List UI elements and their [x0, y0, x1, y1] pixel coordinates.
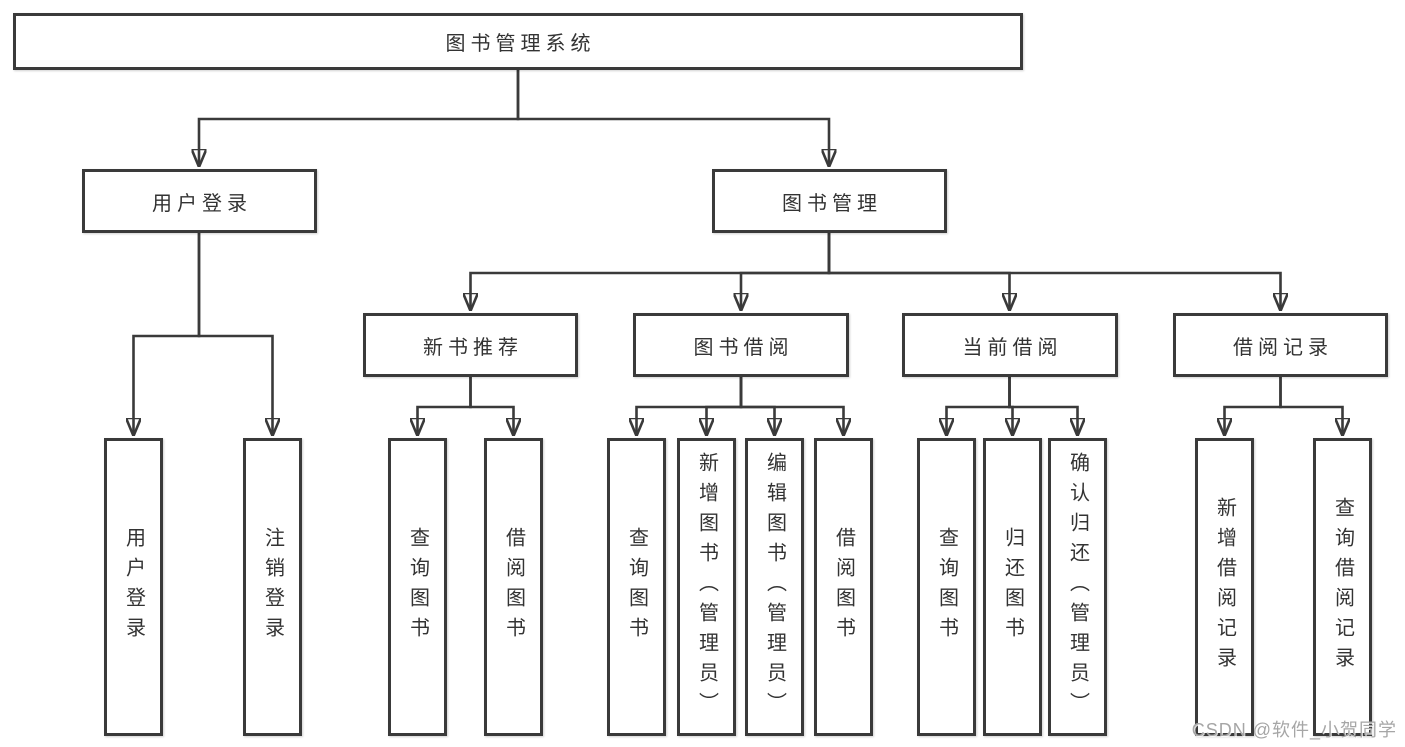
node-add-borrow-record: 新增借阅记录: [1195, 438, 1254, 736]
node-add-books-admin: 新增图书（管理员）: [677, 438, 736, 736]
connector: [707, 377, 743, 436]
node-label: 新增图书（管理员）: [695, 452, 718, 722]
node-label: 新增借阅记录: [1213, 497, 1236, 677]
csdn-watermark: CSDN @软件_小贺同学: [1191, 720, 1397, 740]
node-borrow-books-recommend: 借阅图书: [484, 438, 543, 736]
node-label: 图书管理系统: [445, 33, 596, 55]
node-label: 借阅图书: [832, 527, 855, 647]
node-label: 图书管理: [782, 192, 882, 215]
node-library-system: 图书管理系统: [13, 13, 1023, 70]
node-label: 归还图书: [1001, 527, 1024, 647]
node-confirm-return-admin: 确认归还（管理员）: [1048, 438, 1107, 736]
node-user-login: 用户登录: [82, 169, 317, 233]
node-label: 查询图书: [935, 527, 958, 647]
node-label: 查询图书: [406, 527, 429, 647]
connector: [1279, 377, 1343, 436]
connector: [1225, 377, 1282, 436]
node-user-login-action: 用户登录: [104, 438, 163, 736]
node-current-borrow: 当前借阅: [902, 313, 1118, 377]
node-label: 编辑图书（管理员）: [763, 452, 786, 722]
node-edit-books-admin: 编辑图书（管理员）: [745, 438, 804, 736]
node-query-borrow-record: 查询借阅记录: [1313, 438, 1372, 736]
connector: [134, 233, 201, 436]
node-borrow-records: 借阅记录: [1173, 313, 1388, 377]
node-label: 用户登录: [122, 527, 145, 647]
node-label: 借阅记录: [1233, 336, 1333, 359]
node-label: 确认归还（管理员）: [1066, 452, 1089, 722]
node-label: 当前借阅: [962, 336, 1063, 359]
node-book-borrow: 图书借阅: [633, 313, 849, 377]
node-label: 用户登录: [152, 192, 252, 215]
node-label: 查询借阅记录: [1331, 497, 1354, 677]
connector: [418, 377, 472, 436]
connector: [469, 377, 514, 436]
connector: [739, 377, 844, 436]
connector: [827, 233, 1281, 311]
connector: [1008, 377, 1078, 436]
connector: [199, 70, 520, 167]
node-label: 图书借阅: [693, 336, 794, 359]
node-label: 新书推荐: [423, 336, 523, 359]
node-borrow-books-borrow: 借阅图书: [814, 438, 873, 736]
node-book-management: 图书管理: [712, 169, 947, 233]
connector: [516, 70, 829, 167]
node-query-books-recommend: 查询图书: [388, 438, 447, 736]
node-label: 查询图书: [625, 527, 648, 647]
node-return-books: 归还图书: [983, 438, 1042, 736]
connector: [197, 233, 273, 436]
node-label: 注销登录: [261, 527, 284, 647]
node-query-books-borrow: 查询图书: [607, 438, 666, 736]
connector: [947, 377, 1011, 436]
node-new-book-recommend: 新书推荐: [363, 313, 578, 377]
node-query-books-current: 查询图书: [917, 438, 976, 736]
connector: [741, 233, 831, 311]
node-label: 借阅图书: [502, 527, 525, 647]
node-logout-action: 注销登录: [243, 438, 302, 736]
